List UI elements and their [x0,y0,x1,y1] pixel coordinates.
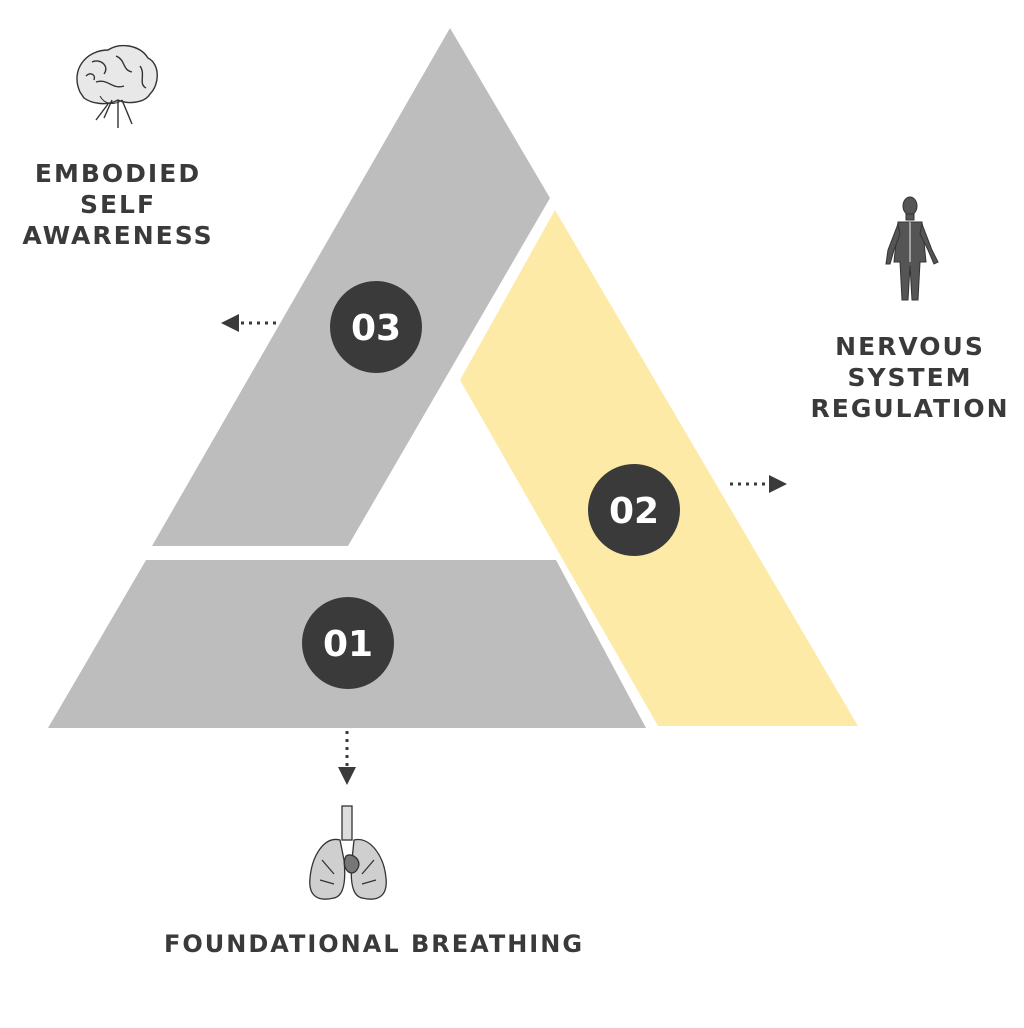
segment-03 [152,28,550,546]
badge-01-number: 01 [323,624,373,665]
label-embodied-self-awareness: EMBODIED SELF AWARENESS [10,158,226,251]
segment-02 [460,210,858,726]
label-02-line-2: SYSTEM [847,363,973,392]
brain-icon [76,44,158,128]
label-foundational-breathing: FOUNDATIONAL BREATHING [163,930,585,958]
badge-03: 03 [330,281,422,373]
label-02-line-3: REGULATION [810,394,1010,423]
badge-03-number: 03 [351,308,401,349]
label-03-line-3: AWARENESS [22,221,214,250]
lungs-icon [309,805,387,900]
label-03-line-2: SELF [79,190,157,219]
badge-02-number: 02 [609,491,659,532]
label-03-line-1: EMBODIED [34,159,202,188]
label-nervous-system-regulation: NERVOUS SYSTEM REGULATION [804,331,1016,424]
badge-01: 01 [302,597,394,689]
label-02-line-1: NERVOUS [835,332,985,361]
badge-02: 02 [588,464,680,556]
nervous-system-figure-icon [885,196,939,301]
